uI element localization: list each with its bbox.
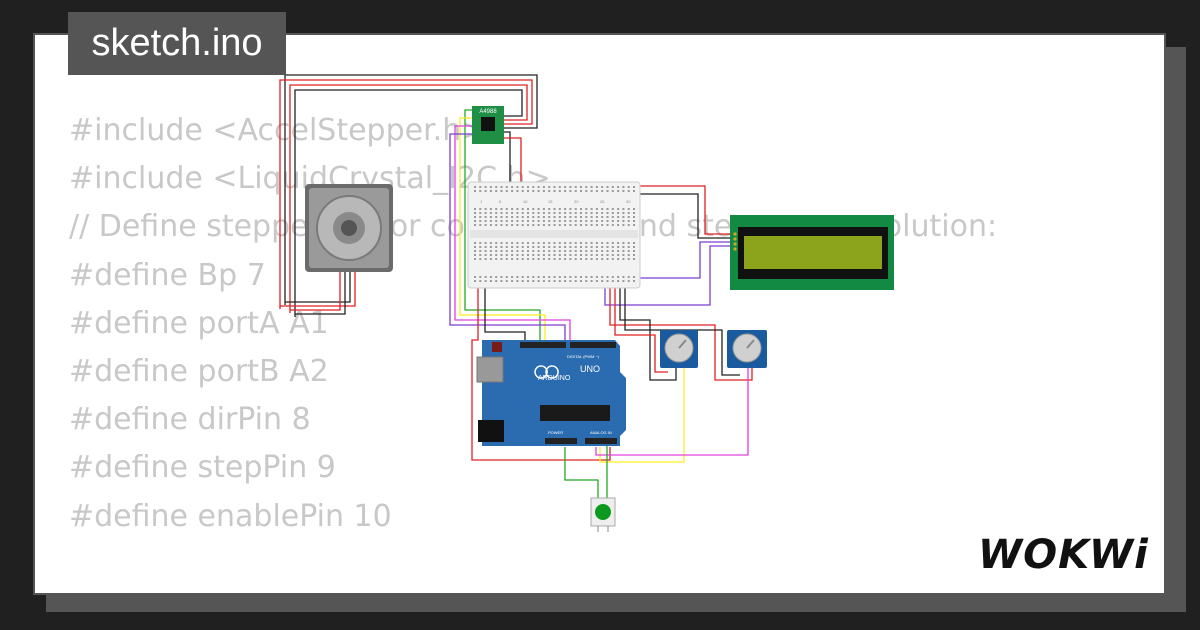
arduino-brand: ARDUINO (538, 375, 571, 382)
pushbutton (590, 497, 616, 532)
potentiometer-1 (660, 330, 698, 368)
code-line: #include <AccelStepper.h> (69, 113, 487, 148)
code-line: #define enablePin 10 (69, 498, 392, 534)
bb-number: 15 (548, 199, 553, 204)
breadboard-holes (474, 186, 635, 282)
lcd-display (730, 215, 894, 290)
arduino-uno: ARDUINO UNO DIGITAL (PWM ~) POWER ANALOG… (476, 340, 626, 446)
bb-number: 30 (626, 199, 631, 204)
power-header-label: POWER (548, 430, 563, 435)
breadboard: 1 5 10 15 20 25 30 (467, 181, 641, 289)
digital-header-label: DIGITAL (PWM ~) (567, 354, 600, 359)
wokwi-logo: WOKWi (978, 532, 1149, 578)
breadboard-numbers: 1 5 10 15 20 25 30 (480, 199, 631, 204)
code-line: #define Bp 7 (69, 257, 266, 293)
logo-text: WOKWi (978, 532, 1149, 578)
code-line: #define portA A1 (69, 305, 329, 341)
bb-number: 5 (499, 199, 502, 204)
wires (279, 74, 753, 500)
bb-number: 1 (480, 199, 483, 204)
stepper-motor (305, 184, 393, 272)
preview-card: #include <AccelStepper.h>#include <Liqui… (33, 33, 1166, 595)
stepper-driver: A4988 (472, 106, 504, 144)
code-line: #define stepPin 9 (69, 450, 336, 486)
bb-number: 25 (600, 199, 605, 204)
bb-number: 20 (574, 199, 579, 204)
code-line: #define dirPin 8 (69, 402, 311, 438)
code-line: #define portB A2 (69, 354, 329, 390)
bb-number: 10 (523, 199, 528, 204)
analog-header-label: ANALOG IN (590, 430, 612, 435)
driver-label: A4988 (479, 109, 497, 115)
sketch-title: sketch.ino (68, 12, 286, 75)
potentiometer-2 (727, 330, 767, 368)
arduino-model: UNO (580, 364, 600, 374)
